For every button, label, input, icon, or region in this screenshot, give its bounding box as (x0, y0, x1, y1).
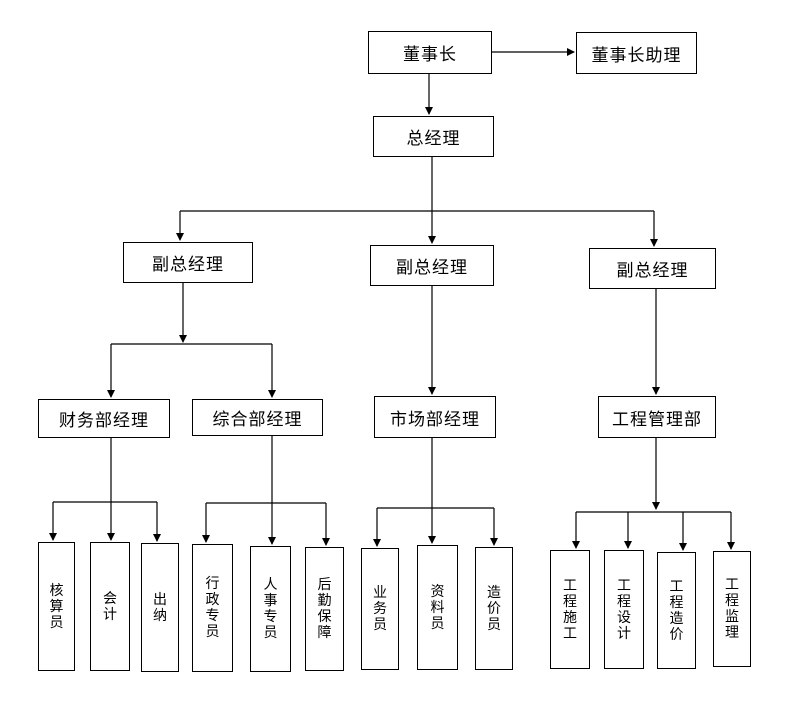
engineering-department-label: 工程管理部 (612, 409, 702, 430)
general-manager-box: 总经理 (373, 116, 494, 157)
accounting-clerk-label: 核算员 (49, 582, 64, 631)
chairman-box: 董事长 (368, 31, 492, 74)
supervision-box: 工程监理 (713, 551, 751, 667)
accountant-box: 会计 (90, 542, 130, 671)
chairman-assistant-label: 董事长助理 (591, 45, 682, 66)
design-label: 工程设计 (616, 577, 631, 642)
admin-staff-box: 行政专员 (192, 544, 233, 672)
data-clerk-label: 资料员 (430, 583, 445, 632)
cost-clerk-box: 造价员 (475, 547, 513, 670)
engineering-department-box: 工程管理部 (598, 396, 716, 438)
marketing-manager-label: 市场部经理 (390, 409, 480, 430)
supervision-label: 工程监理 (724, 577, 739, 641)
vice-general-manager-center-label: 副总经理 (396, 258, 468, 278)
data-clerk-box: 资料员 (417, 545, 458, 670)
cashier-label: 出纳 (152, 591, 167, 624)
costing-label: 工程造价 (669, 578, 684, 643)
cost-clerk-label: 造价员 (486, 584, 501, 633)
chairman-assistant-box: 董事长助理 (576, 32, 697, 74)
vice-general-manager-right-label: 副总经理 (616, 261, 689, 281)
salesperson-box: 业务员 (361, 548, 399, 670)
admin-staff-label: 行政专员 (205, 576, 220, 640)
general-affairs-manager-box: 综合部经理 (192, 399, 323, 436)
chairman-label: 董事长 (403, 45, 457, 65)
salesperson-label: 业务员 (372, 585, 387, 633)
hr-staff-label: 人事专员 (263, 577, 278, 641)
construction-box: 工程施工 (550, 550, 590, 669)
logistics-box: 后勤保障 (305, 547, 344, 671)
construction-label: 工程施工 (562, 577, 577, 642)
costing-box: 工程造价 (657, 552, 696, 669)
general-affairs-manager-label: 综合部经理 (212, 410, 303, 430)
cashier-box: 出纳 (141, 543, 179, 672)
accounting-clerk-box: 核算员 (38, 542, 75, 671)
general-manager-label: 总经理 (406, 129, 461, 149)
marketing-manager-box: 市场部经理 (374, 396, 496, 438)
vice-general-manager-left-label: 副总经理 (152, 255, 224, 275)
finance-manager-label: 财务部经理 (59, 411, 149, 431)
design-box: 工程设计 (604, 550, 644, 669)
vice-general-manager-left-box: 副总经理 (123, 242, 253, 283)
vice-general-manager-right-box: 副总经理 (589, 248, 716, 289)
vice-general-manager-center-box: 副总经理 (370, 245, 494, 286)
finance-manager-box: 财务部经理 (38, 399, 170, 438)
hr-staff-box: 人事专员 (250, 546, 291, 672)
logistics-label: 后勤保障 (317, 577, 332, 641)
accountant-label: 会计 (102, 590, 117, 623)
